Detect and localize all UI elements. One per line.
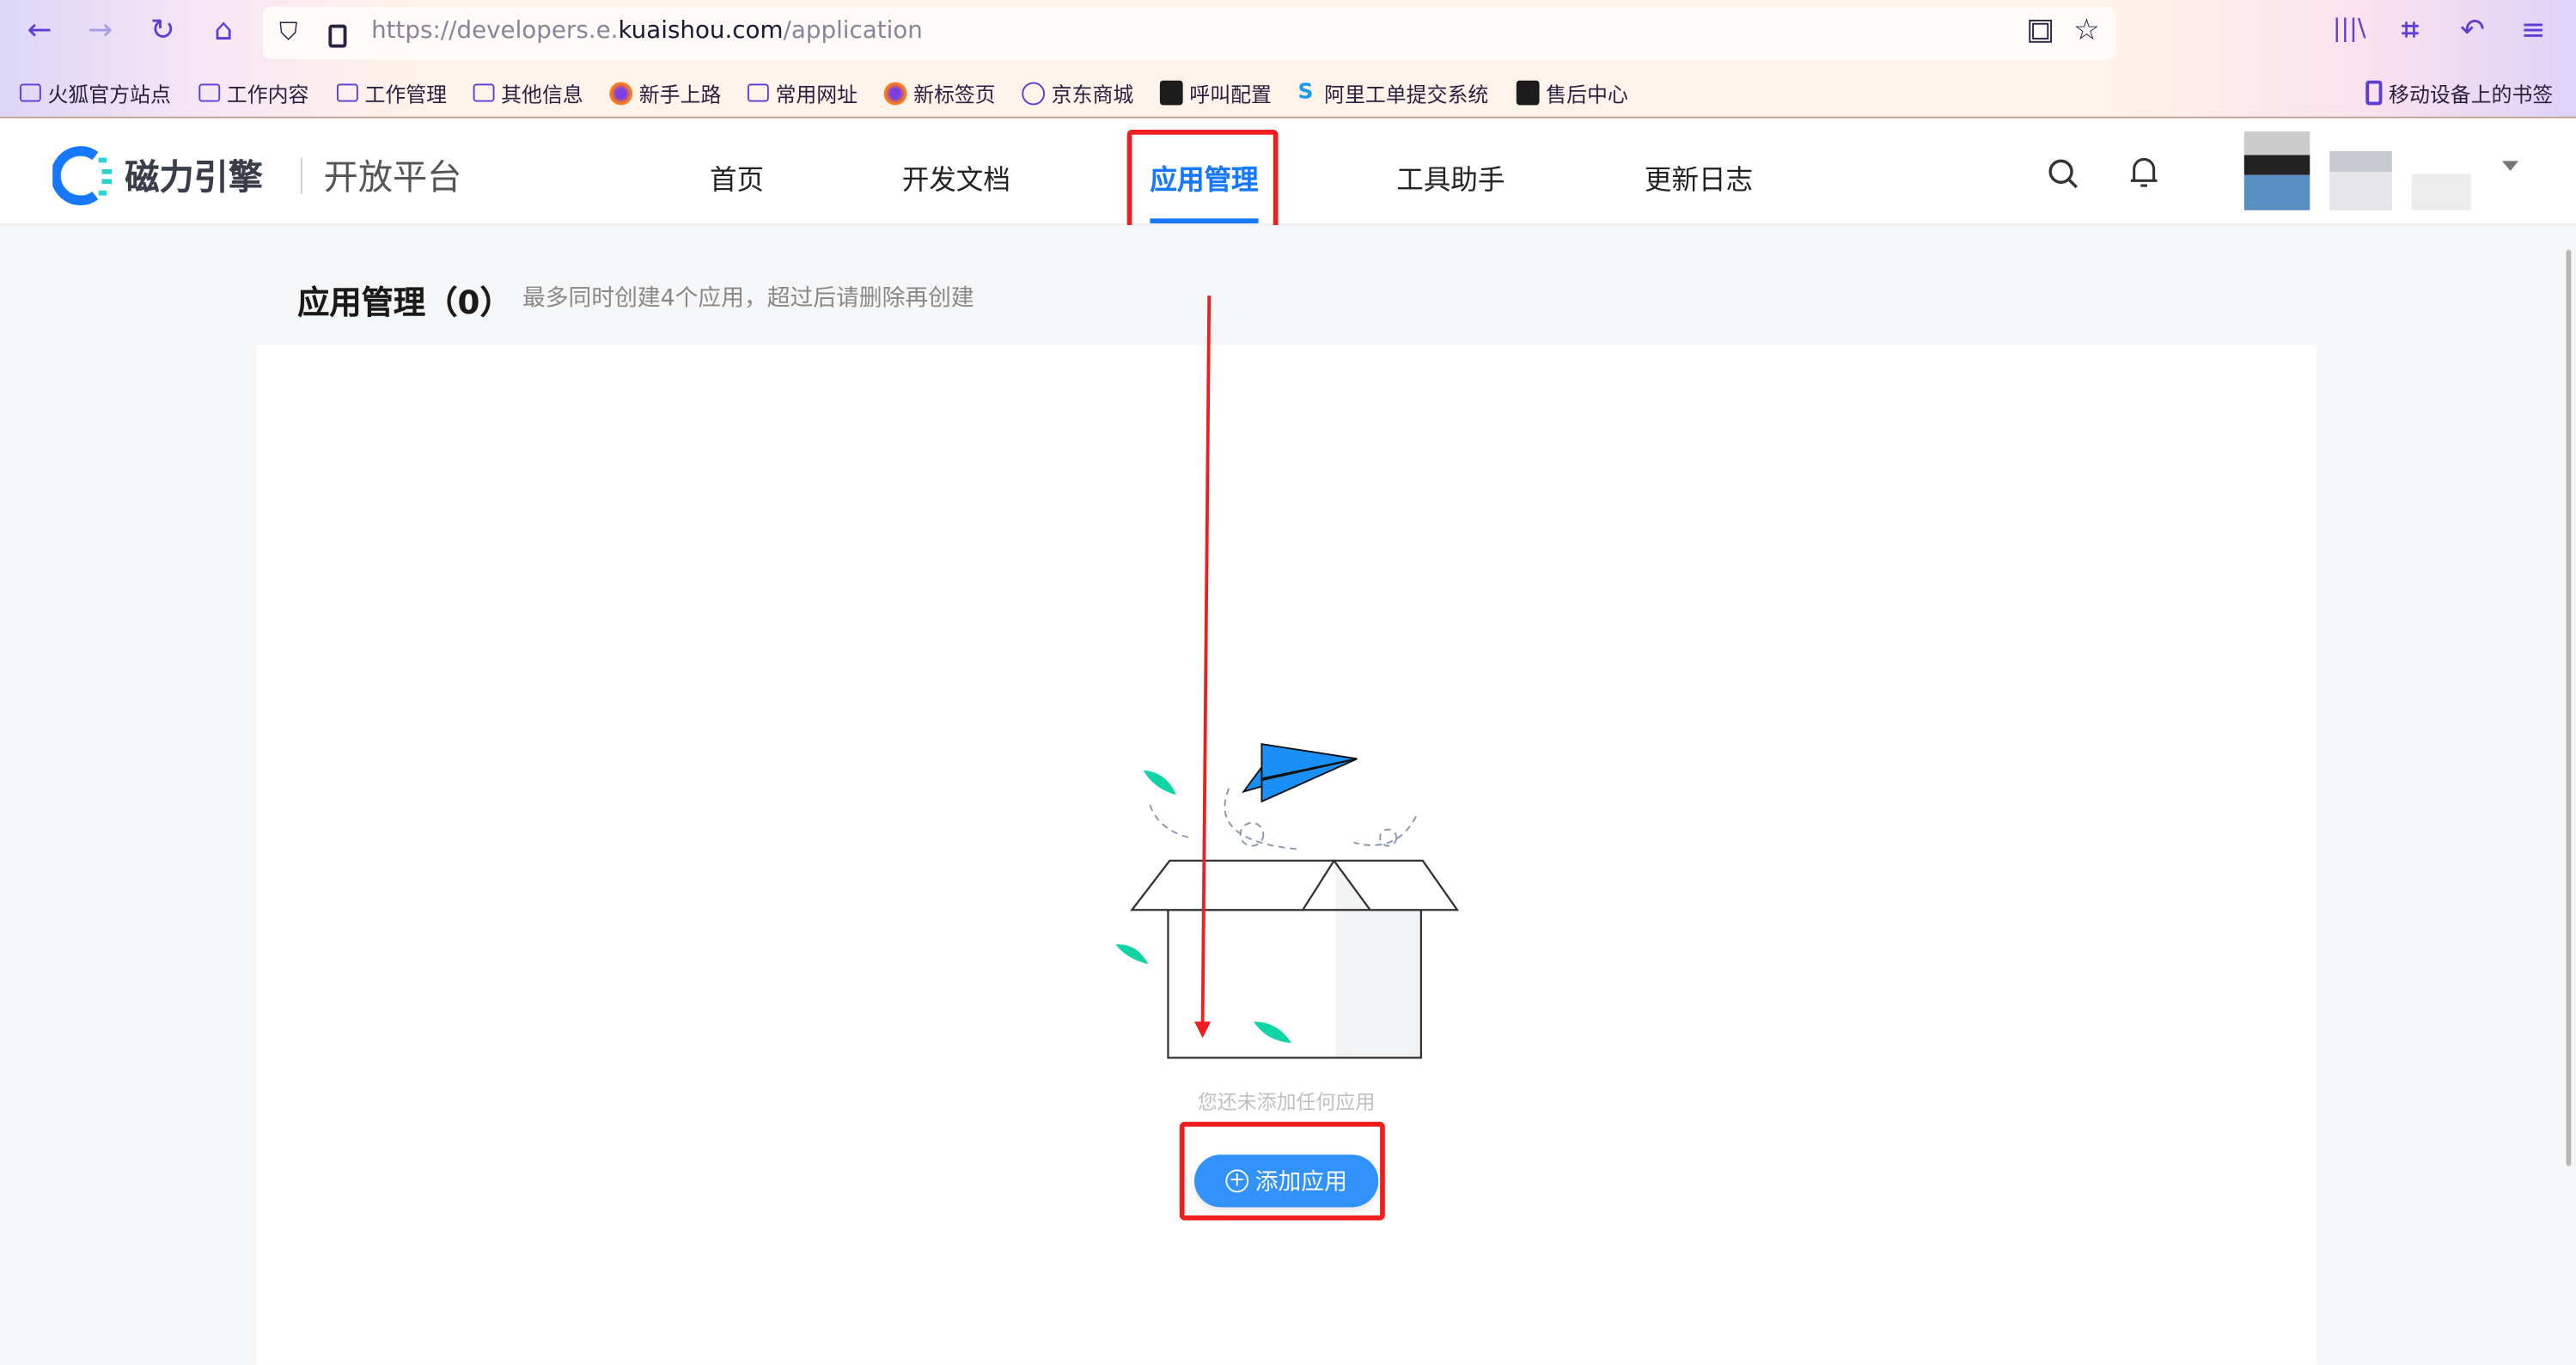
browser-chrome: ← → ↻ ⌂ ⛉ https://developers.e.kuaishou.… xyxy=(0,0,2576,119)
bookmark-item[interactable]: 常用网址 xyxy=(747,77,858,108)
nav-tools[interactable]: 工具助手 xyxy=(1396,164,1505,196)
forward-icon[interactable]: → xyxy=(88,13,113,48)
cloud-icon xyxy=(1516,80,1540,106)
user-name-blurred[interactable] xyxy=(2329,150,2392,210)
bookmark-item[interactable]: 新标签页 xyxy=(883,77,996,108)
home-icon[interactable]: ⌂ xyxy=(214,13,233,48)
bookmark-label: 阿里工单提交系统 xyxy=(1324,82,1489,107)
add-app-button[interactable]: + 添加应用 xyxy=(1194,1155,1379,1208)
app-list-card: 您还未添加任何应用 + 添加应用 xyxy=(256,344,2317,1365)
bookmark-label: 常用网址 xyxy=(775,82,858,107)
scrollbar[interactable] xyxy=(2566,249,2572,1167)
mobile-bookmarks[interactable]: 移动设备上的书签 xyxy=(2365,77,2553,108)
bookmark-label: 其他信息 xyxy=(501,82,583,107)
bookmark-item[interactable]: S 阿里工单提交系统 xyxy=(1297,77,1488,108)
star-icon[interactable]: ☆ xyxy=(2072,13,2100,48)
folder-icon xyxy=(747,83,769,102)
bookmark-item[interactable]: 工作管理 xyxy=(336,77,448,108)
bookmark-label: 售后中心 xyxy=(1546,82,1628,107)
bookmark-label: 呼叫配置 xyxy=(1189,82,1272,107)
avatar[interactable] xyxy=(2243,131,2310,210)
bookmark-label: 工作管理 xyxy=(364,82,448,107)
bookmark-item[interactable]: 火狐官方站点 xyxy=(19,77,171,108)
folder-icon xyxy=(19,83,41,102)
library-icon[interactable]: |||\ xyxy=(2332,13,2366,43)
folder-icon xyxy=(336,83,358,102)
empty-box-illustration xyxy=(1115,743,1460,1059)
bookmark-item[interactable]: 售后中心 xyxy=(1516,77,1628,108)
bookmark-item[interactable]: 京东商城 xyxy=(1022,77,1133,108)
bell-icon[interactable] xyxy=(2129,156,2158,189)
nav-docs[interactable]: 开发文档 xyxy=(901,164,1010,196)
brand-name[interactable]: 磁力引擎 xyxy=(125,157,263,198)
back-icon[interactable]: ← xyxy=(27,13,52,48)
bookmark-item[interactable]: 呼叫配置 xyxy=(1159,77,1272,108)
add-app-label: 添加应用 xyxy=(1254,1169,1347,1196)
bookmark-label: 移动设备上的书签 xyxy=(2389,82,2554,107)
nav-app-management[interactable]: 应用管理 xyxy=(1150,164,1259,196)
cloud-icon xyxy=(1159,80,1183,106)
firefox-icon xyxy=(609,81,633,105)
annotation-highlight-button xyxy=(1179,1121,1385,1221)
page-hint: 最多同时创建4个应用，超过后请删除再创建 xyxy=(522,285,974,313)
bookmark-label: 京东商城 xyxy=(1051,82,1134,107)
bookmark-label: 新手上路 xyxy=(638,82,722,107)
screenshot-crop-icon[interactable]: ⌗ xyxy=(2402,13,2419,48)
nav-active-underline xyxy=(1150,218,1259,224)
site-header: 磁力引擎 开放平台 首页 开发文档 应用管理 工具助手 更新日志 xyxy=(0,118,2576,243)
dropdown-caret-icon[interactable] xyxy=(2501,161,2519,171)
page-title: 应用管理（0） xyxy=(297,283,512,322)
ali-icon: S xyxy=(1297,80,1314,106)
bookmark-item[interactable]: 新手上路 xyxy=(609,77,721,108)
nav-home[interactable]: 首页 xyxy=(709,164,765,196)
brand-divider xyxy=(300,157,302,194)
address-bar[interactable]: ⛉ https://developers.e.kuaishou.com/appl… xyxy=(262,6,2116,59)
folder-icon xyxy=(198,83,221,102)
annotation-arrow xyxy=(1194,296,1212,1039)
url-text[interactable]: https://developers.e.kuaishou.com/applic… xyxy=(371,18,923,45)
plus-circle-icon: + xyxy=(1225,1169,1249,1193)
platform-name: 开放平台 xyxy=(323,157,462,198)
reload-icon[interactable]: ↻ xyxy=(150,13,175,48)
lock-icon[interactable] xyxy=(328,24,347,48)
undo-icon[interactable]: ↶ xyxy=(2460,13,2485,48)
globe-icon xyxy=(1022,81,1046,105)
qr-code-icon[interactable] xyxy=(2029,19,2053,43)
folder-icon xyxy=(473,83,495,102)
main-content: 应用管理（0） 最多同时创建4个应用，超过后请删除再创建 您还未添加任何应用 +… xyxy=(0,224,2576,1365)
search-icon[interactable] xyxy=(2047,158,2079,191)
bookmark-label: 火狐官方站点 xyxy=(47,82,171,107)
firefox-icon xyxy=(883,81,907,105)
nav-changelog[interactable]: 更新日志 xyxy=(1644,164,1754,196)
empty-state-text: 您还未添加任何应用 xyxy=(1197,1090,1376,1114)
bookmark-label: 新标签页 xyxy=(913,82,996,107)
user-info-blurred xyxy=(2411,174,2471,210)
logo-icon[interactable] xyxy=(52,144,115,207)
bookmark-label: 工作内容 xyxy=(226,82,309,107)
shield-icon[interactable]: ⛉ xyxy=(279,16,298,46)
bookmark-item[interactable]: 其他信息 xyxy=(473,77,583,108)
menu-icon[interactable]: ≡ xyxy=(2520,13,2546,48)
mobile-icon xyxy=(2365,80,2383,106)
bookmark-item[interactable]: 工作内容 xyxy=(198,77,308,108)
